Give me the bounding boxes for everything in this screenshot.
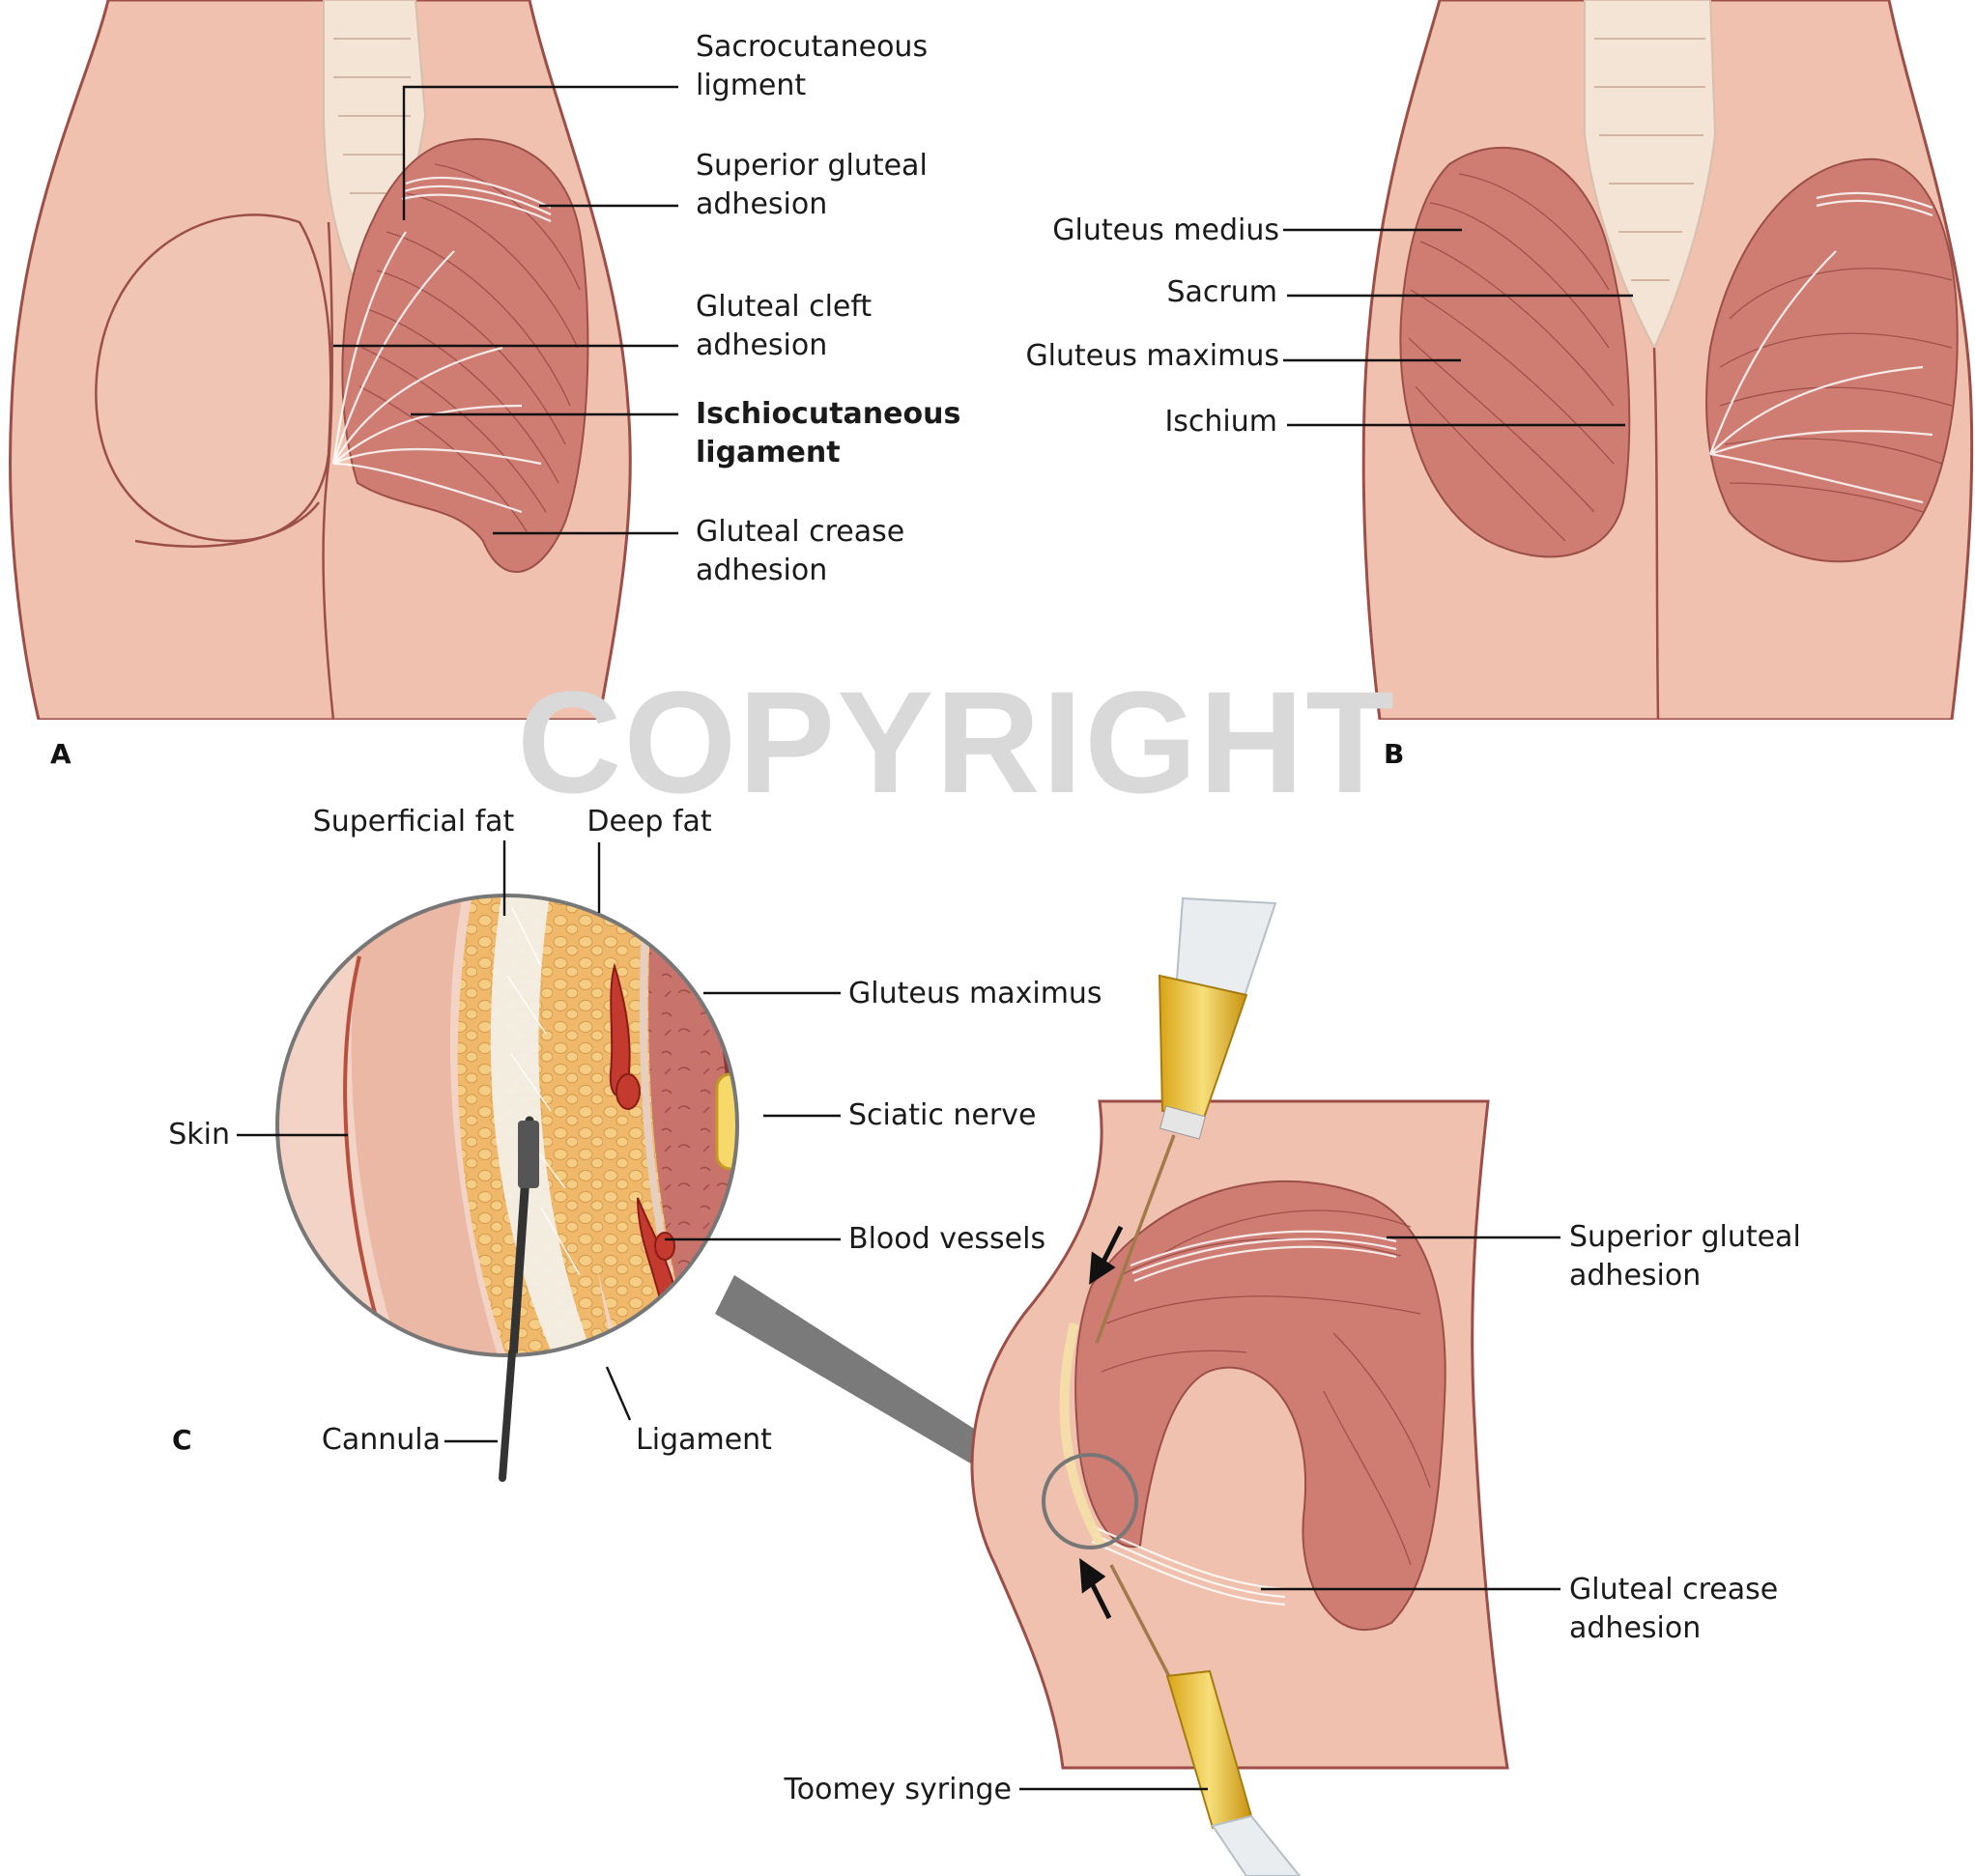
label-gluteus-maximus-c: Gluteus maximus — [848, 977, 1102, 1010]
label-toomey-syringe: Toomey syringe — [784, 1773, 1012, 1806]
label-blood-vessels: Blood vessels — [848, 1222, 1045, 1256]
panel-a-letter: A — [50, 738, 72, 770]
panel-c-letter: C — [172, 1424, 192, 1456]
sciatic-nerve — [715, 1072, 737, 1171]
panel-a-gluteus — [341, 138, 589, 573]
label-superior-gluteal-2: adhesion — [696, 187, 827, 221]
label-sacrum: Sacrum — [1167, 275, 1278, 309]
upper-syringe — [1095, 896, 1277, 1344]
small-magnifier-circle — [1042, 1453, 1138, 1549]
panel-c-side-view — [970, 1099, 1509, 1770]
panel-b-letter: B — [1384, 738, 1404, 770]
panel-b-labels: Gluteus medius Sacrum Gluteus maximus Is… — [1025, 213, 1404, 770]
label-sacrocutaneous-1: Sacrocutaneous — [696, 30, 928, 64]
label-ischiocutaneous-1: Ischiocutaneous — [696, 397, 960, 431]
label-superior-gluteal-c-1: Superior gluteal — [1569, 1220, 1801, 1254]
label-gluteal-cleft-2: adhesion — [696, 328, 827, 362]
label-gluteal-crease-1: Gluteal crease — [696, 515, 904, 549]
label-ischium: Ischium — [1164, 405, 1277, 439]
label-superior-gluteal-1: Superior gluteal — [696, 149, 928, 183]
panel-a-labels: Sacrocutaneous ligment Superior gluteal … — [50, 30, 960, 770]
label-gluteal-crease-2: adhesion — [696, 554, 827, 587]
label-gluteal-cleft-1: Gluteal cleft — [696, 290, 872, 324]
label-gluteus-medius: Gluteus medius — [1052, 213, 1279, 247]
label-gluteal-crease-c-2: adhesion — [1569, 1611, 1701, 1645]
cannula — [499, 1349, 516, 1482]
label-ischiocutaneous-2: ligament — [696, 436, 841, 469]
label-superficial-fat: Superficial fat — [313, 805, 515, 839]
panel-c-side-labels: Superior gluteal adhesion Gluteal crease… — [784, 1220, 1801, 1806]
label-skin: Skin — [168, 1118, 230, 1151]
panel-a-illustration — [9, 0, 632, 720]
label-gluteal-crease-c-1: Gluteal crease — [1569, 1573, 1778, 1606]
magnifier-circle — [275, 894, 739, 1357]
label-deep-fat: Deep fat — [587, 805, 712, 839]
label-ligament: Ligament — [636, 1423, 772, 1457]
panel-a-left-buttock — [95, 213, 332, 543]
label-cannula: Cannula — [322, 1423, 441, 1457]
copyright-watermark: COPYRIGHT — [517, 661, 1396, 823]
panel-c-side-leaders — [1019, 1236, 1560, 1791]
label-superior-gluteal-c-2: adhesion — [1569, 1259, 1701, 1293]
label-gluteus-maximus-b: Gluteus maximus — [1025, 339, 1279, 373]
arrows — [1079, 1225, 1124, 1620]
label-sciatic-nerve: Sciatic nerve — [848, 1098, 1036, 1132]
label-sacrocutaneous-2: ligment — [696, 69, 806, 102]
panel-b-gluteus-left — [1399, 146, 1631, 558]
panel-c-circle-leaders — [237, 840, 841, 1443]
panel-b-gluteus-right — [1705, 157, 1959, 563]
panel-a-leaders — [333, 85, 678, 535]
toomey-syringe — [1109, 1564, 1302, 1876]
panel-b-leaders — [1283, 228, 1633, 427]
panel-b-illustration — [1361, 0, 1974, 720]
panel-c-circle-labels: Superficial fat Deep fat Gluteus maximus… — [168, 805, 1102, 1457]
